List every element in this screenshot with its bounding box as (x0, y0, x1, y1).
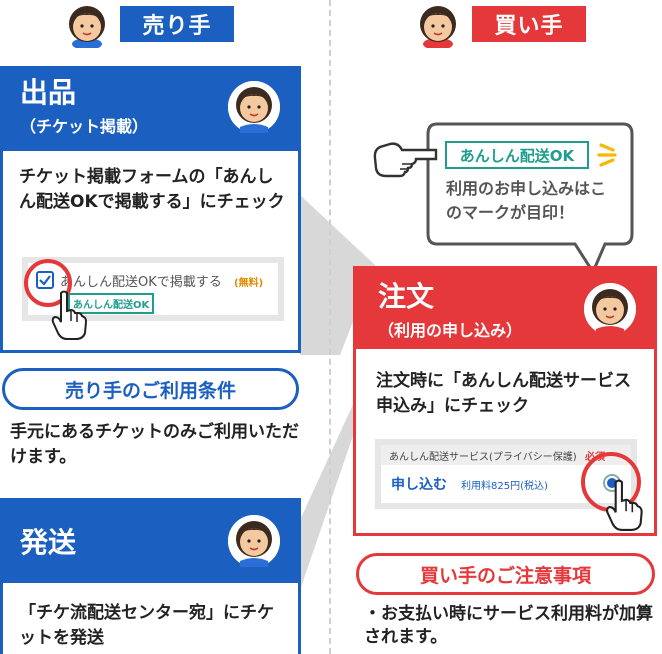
seller-conditions-button[interactable]: 売り手のご利用条件 (2, 368, 299, 410)
order-instruction: 注文時に「あんしん配送サービス申込み」にチェック (376, 371, 631, 416)
seller-conditions-text: 手元にあるチケットのみご利用いただけます。 (10, 422, 299, 467)
listing-person-icon (228, 81, 280, 133)
shipping-card: 発送 「チケ流配送センター宛」にチケットを発送 (0, 498, 301, 654)
pointing-hand-icon (51, 289, 88, 341)
listing-subtitle: （チケット掲載） (20, 117, 149, 136)
apply-label: 申し込む (391, 477, 447, 493)
seller-header-label: 売り手 (120, 6, 234, 42)
order-pointing-hand-icon (605, 478, 643, 532)
listing-title: 出品 (20, 76, 77, 109)
callout-badge: あんしん配送OK (445, 141, 589, 169)
order-service-bar (381, 445, 631, 465)
order-service-label: あんしん配送サービス(プライバシー保護) (389, 452, 577, 463)
buyer-person-icon (413, 2, 463, 48)
listing-card: 出品 （チケット掲載） チケット掲載フォームの「あんしん配送OKで掲載する」にチ… (0, 66, 301, 353)
free-tag: (無料) (234, 278, 264, 289)
shipping-title: 発送 (20, 526, 77, 559)
listing-instruction: チケット掲載フォームの「あんしん配送OKで掲載する」にチェック (19, 167, 285, 212)
order-person-icon (584, 283, 636, 335)
order-card: 注文 （利用の申し込み） 注文時に「あんしん配送サービス申込み」にチェック あん… (353, 266, 657, 536)
callout-text: 利用のお申し込みはこのマークが目印！ (446, 179, 607, 222)
listing-checkbox-label: あんしん配送OKで掲載する (60, 275, 222, 290)
callout-hand-icon (372, 138, 438, 180)
order-title: 注文 (378, 280, 435, 313)
listing-badge: あんしん配送OK (68, 293, 155, 314)
buyer-notes-button[interactable]: 買い手のご注意事項 (356, 553, 655, 595)
sparkle-icon (595, 141, 617, 169)
shipping-instruction: 「チケ流配送センター宛」にチケットを発送 (19, 603, 274, 648)
seller-person-icon (62, 2, 112, 48)
buyer-notes-text: ・お支払い時にサービス利用料が加算されます。 (364, 604, 653, 647)
order-subtitle: （利用の申し込み） (378, 321, 523, 340)
highlight-circle (24, 259, 72, 307)
fee-text: 利用料825円(税込) (461, 481, 548, 492)
column-divider (329, 0, 331, 654)
shipping-person-icon (228, 515, 280, 567)
buyer-header-label: 買い手 (472, 6, 586, 42)
